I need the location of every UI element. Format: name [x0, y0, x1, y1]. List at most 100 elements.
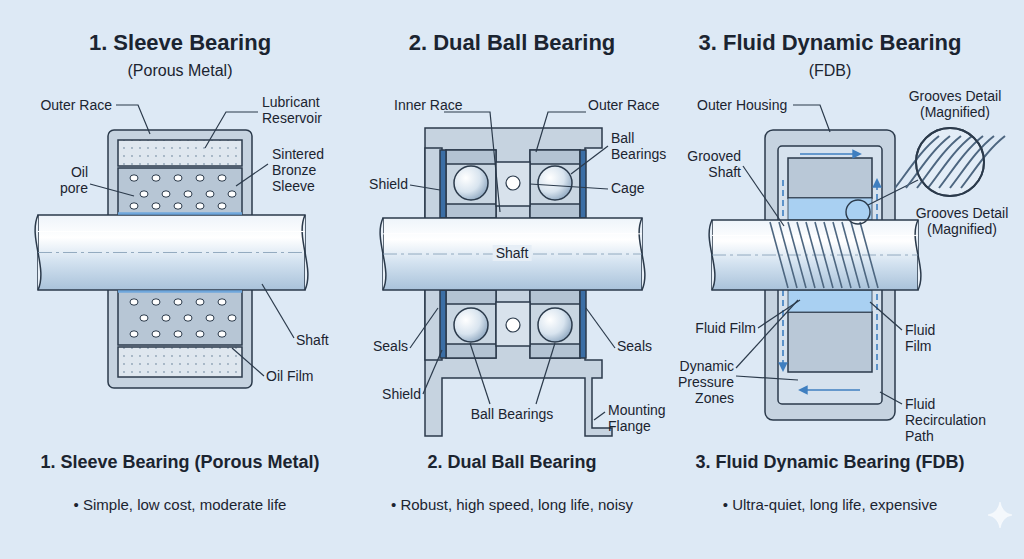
- leader-line: [423, 350, 442, 394]
- groove-detail: [906, 136, 950, 188]
- oil-pore: [174, 299, 182, 305]
- oil-pore: [130, 203, 138, 209]
- panel-title: 2. Dual Ball Bearing: [409, 30, 616, 55]
- part-label: Fluid Film: [905, 322, 959, 354]
- bronze-sleeve: [118, 291, 242, 345]
- leader-line: [536, 343, 555, 404]
- part-label: Oil Film: [266, 368, 313, 384]
- oil-pore: [228, 191, 236, 197]
- shield: [580, 150, 586, 218]
- leader-line: [870, 302, 902, 330]
- fluid-film: [788, 198, 872, 220]
- shaft-highlight: [38, 231, 305, 232]
- ball: [454, 308, 488, 342]
- race-block: [530, 290, 580, 358]
- leader-line: [470, 343, 490, 404]
- inner-race: [530, 290, 580, 304]
- oil-pore: [196, 331, 204, 337]
- cage-ring: [506, 318, 520, 332]
- panel-subtitle: (FDB): [809, 62, 852, 80]
- oil-pore: [228, 315, 236, 321]
- oil-pore: [130, 299, 138, 305]
- ball: [454, 166, 488, 200]
- summary-note: • Ultra-quiet, long life, expensive: [723, 496, 938, 513]
- shaft-groove: [860, 222, 878, 288]
- inner-race: [446, 290, 496, 304]
- inner-race: [446, 204, 496, 218]
- part-label: Dynamic Pressure Zones: [662, 358, 734, 406]
- oil-pore: [152, 203, 160, 209]
- part-label: Outer Race: [588, 97, 660, 113]
- oil-pore: [218, 175, 226, 181]
- shaft-groove: [842, 222, 860, 288]
- shaft-end: [302, 215, 308, 290]
- part-label: Mounting Flange: [608, 402, 678, 434]
- leader-line: [116, 105, 150, 134]
- bronze-sleeve: [118, 168, 242, 214]
- leader-line: [793, 105, 830, 132]
- inner-race: [530, 204, 580, 218]
- shaft-body: [38, 215, 305, 290]
- leader-line: [868, 180, 918, 205]
- leader-line: [571, 146, 608, 174]
- bearing-sleeve: [788, 158, 872, 198]
- part-label: Grooves Detail (Magnified): [907, 205, 1017, 237]
- oil-pore: [152, 299, 160, 305]
- oil-pore: [162, 315, 170, 321]
- shaft-groove: [797, 222, 815, 288]
- lubricant-reservoir: [118, 347, 242, 377]
- summary-heading: 1. Sleeve Bearing (Porous Metal): [40, 452, 319, 473]
- oil-pore: [184, 191, 192, 197]
- shaft-groove: [815, 222, 833, 288]
- oil-pore: [184, 315, 192, 321]
- leader-line: [262, 284, 294, 338]
- panel-title: 1. Sleeve Bearing: [89, 30, 271, 55]
- leader-line: [536, 112, 586, 152]
- part-label: Seals: [617, 338, 652, 354]
- leader-line: [586, 308, 615, 348]
- oil-pore: [130, 175, 138, 181]
- summary-note: • Robust, high speed, long life, noisy: [391, 496, 633, 513]
- recirculation-path: [800, 389, 860, 391]
- panel-title: 3. Fluid Dynamic Bearing: [699, 30, 962, 55]
- oil-pore: [140, 315, 148, 321]
- shaft-groove: [851, 222, 869, 288]
- part-label: Shield: [369, 176, 408, 192]
- outer-race: [530, 150, 580, 164]
- shaft-highlight: [383, 233, 642, 234]
- watermark-star: [988, 502, 1012, 528]
- leader-line: [232, 348, 264, 376]
- shaft-groove: [779, 222, 797, 288]
- oil-pore: [218, 331, 226, 337]
- part-label: Shaft: [296, 332, 329, 348]
- lubricant-reservoir: [118, 140, 242, 166]
- part-label: Grooves Detail (Magnified): [900, 88, 1010, 120]
- leader-line: [90, 184, 134, 196]
- oil-pore: [174, 203, 182, 209]
- leader-line: [743, 166, 784, 226]
- shaft-groove: [806, 222, 824, 288]
- leader-line: [410, 308, 438, 348]
- oil-pore: [140, 191, 148, 197]
- shaft-centerline: [38, 252, 305, 253]
- oil-pore: [152, 331, 160, 337]
- magnified-rim: [916, 128, 984, 196]
- shield: [440, 290, 446, 358]
- part-label: Seals: [373, 338, 408, 354]
- magnify-ring: [846, 200, 870, 224]
- outer-race: [446, 150, 496, 164]
- part-label: Shaft: [493, 245, 532, 261]
- part-label: Grooved Shaft: [679, 148, 741, 180]
- oil-pore: [174, 331, 182, 337]
- panel-subtitle: (Porous Metal): [128, 62, 233, 80]
- fluid-film: [788, 290, 872, 312]
- spacer: [496, 162, 530, 206]
- cage-ring: [506, 176, 520, 190]
- summary-heading: 3. Fluid Dynamic Bearing (FDB): [695, 452, 964, 473]
- oil-pore: [206, 191, 214, 197]
- part-label: Sintered Bronze Sleeve: [272, 146, 344, 194]
- oil-pore: [218, 203, 226, 209]
- shaft-groove: [788, 222, 806, 288]
- part-label: Outer Housing: [697, 97, 787, 113]
